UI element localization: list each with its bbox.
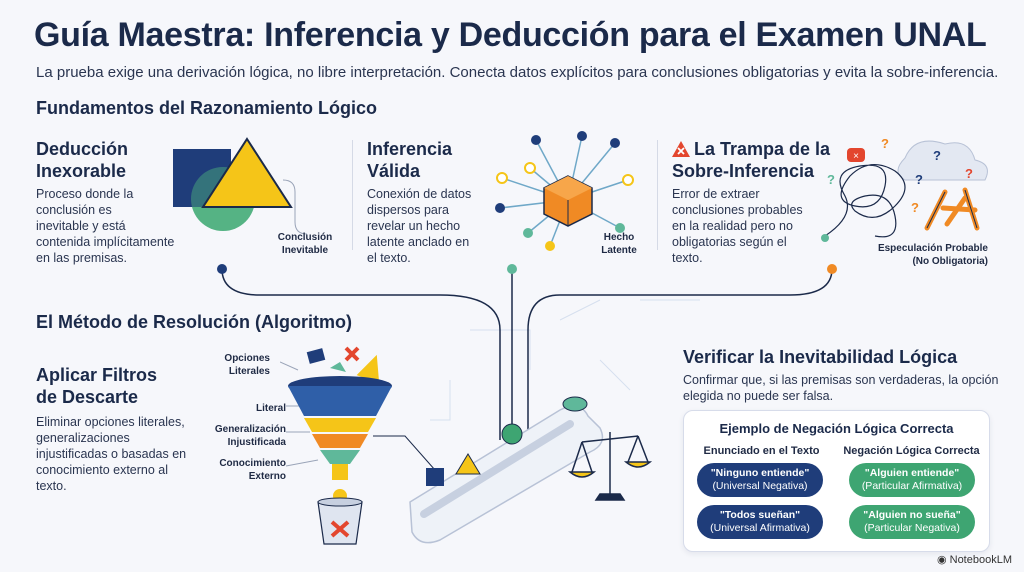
inferencia-description: Conexión de datos dispersos para revelar… [367, 187, 472, 265]
latent-fact-cube-illustration [495, 131, 634, 251]
funnel-label-generalizacion: Generalización Injustificada [214, 424, 286, 448]
trampa-description: Error de extraer conclusiones probables … [672, 187, 803, 265]
negation-pill: "Alguien entiende" (Particular Afirmativ… [849, 463, 975, 497]
warning-icon [672, 141, 690, 157]
page-title: Guía Maestra: Inferencia y Deducción par… [34, 16, 987, 54]
svg-text:?: ? [827, 172, 835, 187]
notebooklm-logo-icon: ◉ [936, 554, 950, 566]
column-header-enunciado: Enunciado en el Texto [703, 445, 820, 457]
inferencia-label: Hecho Latente [601, 232, 637, 256]
connector-dot-deduccion [217, 264, 227, 274]
filtros-description: Eliminar opciones literales, generalizac… [36, 415, 187, 493]
inferencia-title: Inferencia Válida [367, 139, 453, 181]
notebooklm-brand: ◉ NotebookLM [936, 554, 1012, 566]
deduction-shapes-illustration [173, 137, 308, 235]
funnel-label-conocimiento: Conocimiento Externo [219, 458, 286, 482]
connector-dot-inferencia [507, 264, 517, 274]
deduccion-description: Proceso donde la conclusión es inevitabl… [36, 187, 175, 265]
svg-text:?: ? [881, 136, 889, 151]
filter-funnel-illustration [280, 346, 653, 545]
svg-text:?: ? [911, 200, 919, 215]
svg-text:?: ? [965, 166, 973, 181]
divider [352, 140, 353, 250]
statement-pill: "Todos sueñan" (Universal Afirmativa) [697, 505, 823, 539]
page-subtitle: La prueba exige una derivación lógica, n… [36, 64, 999, 81]
statement-pill: "Ninguno entiende" (Universal Negativa) [697, 463, 823, 497]
funnel-label-literal: Literal [255, 403, 286, 414]
section-heading-metodo: El Método de Resolución (Algoritmo) [36, 312, 352, 332]
verificar-title: Verificar la Inevitabilidad Lógica [683, 347, 958, 367]
connector-dot-trampa [827, 264, 837, 274]
trampa-title-line2: Sobre-Inferencia [672, 161, 815, 181]
funnel-label-opciones-literales: Opciones Literales [224, 353, 270, 377]
section-heading-fundamentos: Fundamentos del Razonamiento Lógico [36, 98, 378, 118]
speculation-tangle-illustration: × ?? ?? ?? [821, 136, 988, 242]
svg-text:×: × [853, 151, 859, 162]
deduccion-label: Conclusión Inevitable [277, 232, 333, 256]
verificar-description: Confirmar que, si las premisas son verda… [683, 373, 999, 403]
svg-text:?: ? [915, 172, 923, 187]
ejemplo-negacion-card: Ejemplo de Negación Lógica Correcta Enun… [683, 410, 990, 552]
negation-pill: "Alguien no sueña" (Particular Negativa) [849, 505, 975, 539]
divider [657, 140, 658, 250]
filtros-title: Aplicar Filtros de Descarte [36, 365, 158, 407]
deduccion-title: Deducción Inexorable [36, 139, 129, 181]
column-header-negacion: Negación Lógica Correcta [843, 445, 980, 457]
trampa-label: Especulación Probable (No Obligatoria) [877, 243, 988, 267]
trampa-title-line1: La Trampa de la [694, 139, 831, 159]
ejemplo-card-title: Ejemplo de Negación Lógica Correcta [719, 421, 954, 436]
svg-text:?: ? [933, 148, 941, 163]
